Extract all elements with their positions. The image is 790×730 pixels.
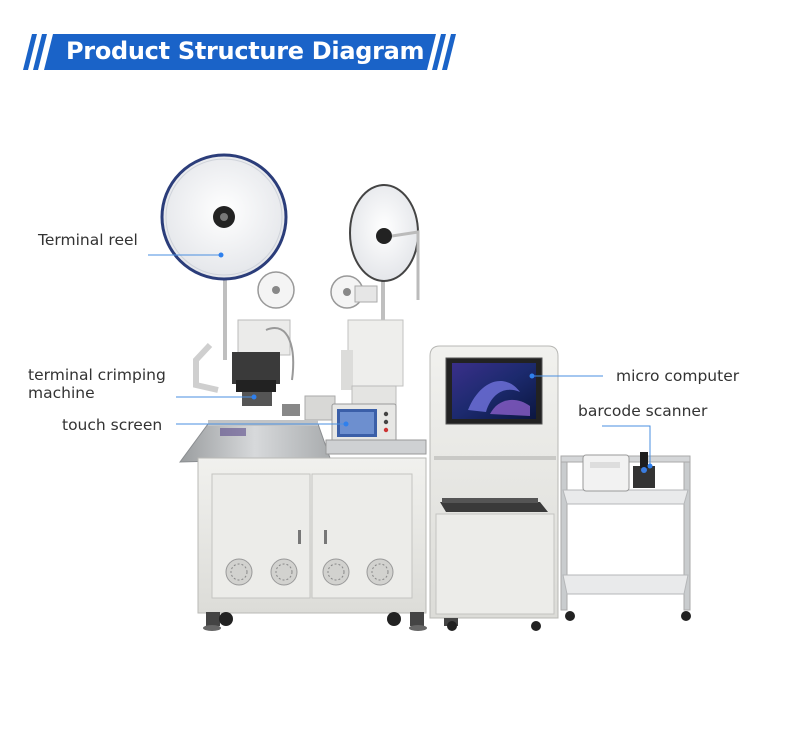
crimping-machine xyxy=(160,153,427,631)
press-housing xyxy=(282,319,404,421)
cooling-fans xyxy=(225,558,394,586)
label-machine: machine xyxy=(28,384,95,402)
diagram-title: Product Structure Diagram xyxy=(66,37,425,65)
scanner-cart xyxy=(560,452,691,621)
label-touch-screen: touch screen xyxy=(62,416,163,434)
machine-cabinet xyxy=(197,457,427,631)
label-micro-computer: micro computer xyxy=(616,367,740,385)
micro-computer-kiosk xyxy=(429,345,559,631)
label-terminal-crimping: terminal crimping xyxy=(28,366,166,384)
title-banner: Product Structure Diagram xyxy=(20,34,490,70)
crimping-head xyxy=(193,319,295,406)
work-table xyxy=(178,420,427,463)
right-terminal-reel xyxy=(349,184,420,300)
label-terminal-reel: Terminal reel xyxy=(38,231,138,249)
banner-background xyxy=(23,34,456,70)
paper-reels xyxy=(257,271,378,309)
label-barcode-scanner: barcode scanner xyxy=(578,402,708,420)
leader-lines xyxy=(148,252,653,469)
left-terminal-reel xyxy=(160,153,288,281)
